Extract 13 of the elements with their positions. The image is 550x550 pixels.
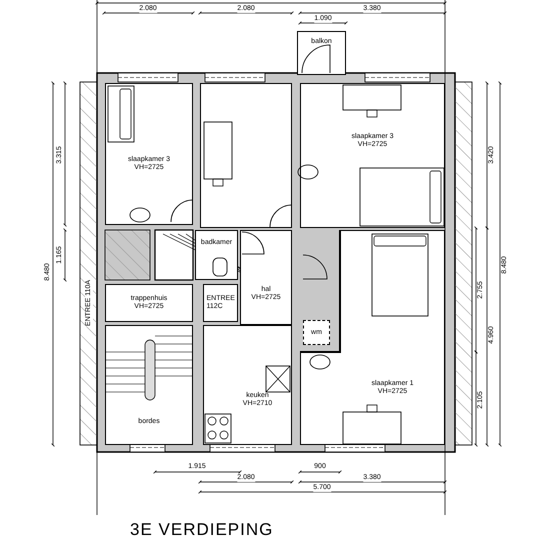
room	[200, 83, 292, 228]
room	[203, 325, 292, 445]
room	[240, 230, 292, 325]
room	[105, 325, 193, 445]
room	[105, 284, 193, 322]
room	[300, 230, 445, 445]
balcony	[297, 31, 346, 75]
room	[105, 83, 193, 225]
room	[195, 230, 238, 280]
room	[203, 284, 238, 322]
floor-title: 3E VERDIEPING	[130, 520, 274, 540]
appliance-box	[303, 320, 330, 345]
room	[300, 83, 445, 228]
